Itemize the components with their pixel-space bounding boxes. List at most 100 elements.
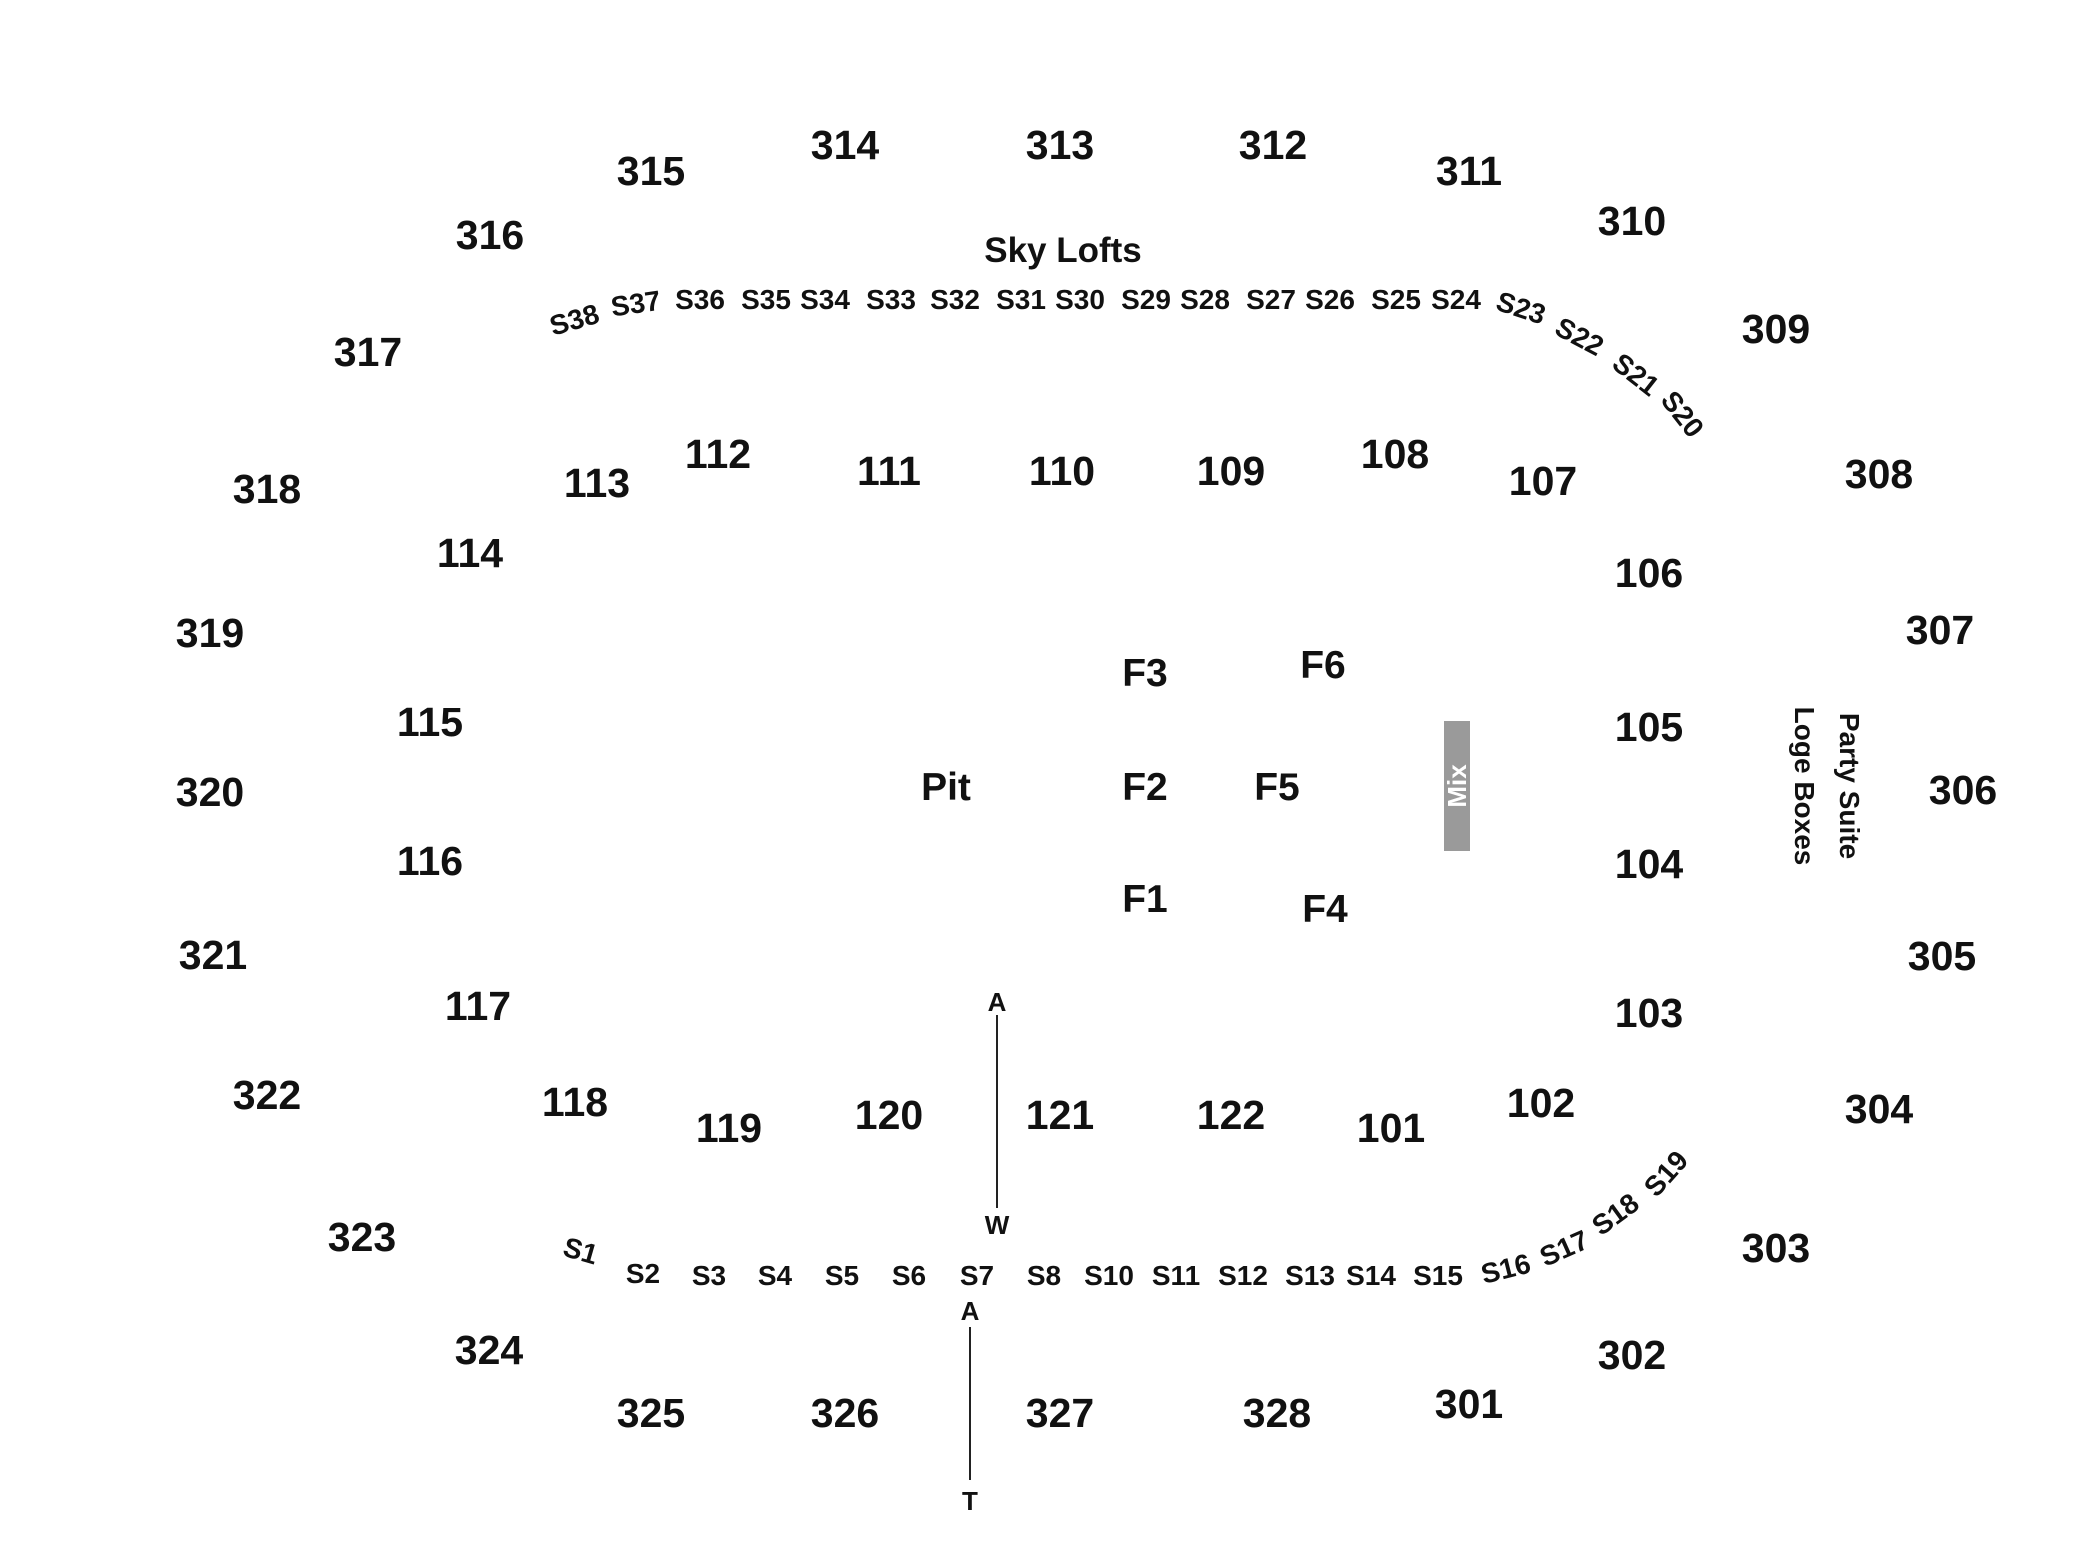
suite-s26[interactable]: S26 [1305,284,1355,315]
section-301[interactable]: 301 [1435,1381,1503,1427]
section-105[interactable]: 105 [1615,704,1683,750]
section-326[interactable]: 326 [811,1390,879,1436]
floor-section-f3[interactable]: F3 [1122,652,1168,695]
section-306[interactable]: 306 [1929,767,1997,813]
section-320[interactable]: 320 [176,769,244,815]
section-328[interactable]: 328 [1243,1390,1311,1436]
suite-s25[interactable]: S25 [1371,284,1421,315]
section-302[interactable]: 302 [1598,1332,1666,1378]
section-318[interactable]: 318 [233,466,301,512]
suite-s2[interactable]: S2 [626,1258,660,1289]
suite-s13[interactable]: S13 [1285,1260,1335,1291]
suite-s5[interactable]: S5 [825,1260,859,1291]
section-307[interactable]: 307 [1906,607,1974,653]
suite-s34[interactable]: S34 [800,284,850,315]
suite-s20[interactable]: S20 [1655,385,1710,443]
section-114[interactable]: 114 [437,530,503,576]
section-113[interactable]: 113 [564,460,630,506]
suite-s28[interactable]: S28 [1180,284,1230,315]
section-327[interactable]: 327 [1026,1390,1094,1436]
section-112[interactable]: 112 [685,431,751,477]
section-109[interactable]: 109 [1197,448,1265,494]
suite-s23[interactable]: S23 [1492,286,1549,331]
mix-box [1444,721,1470,851]
section-118[interactable]: 118 [542,1079,608,1125]
section-101[interactable]: 101 [1357,1105,1425,1151]
section-110[interactable]: 110 [1029,448,1095,494]
section-308[interactable]: 308 [1845,451,1913,497]
section-115[interactable]: 115 [397,699,463,745]
suite-s7[interactable]: S7 [960,1260,994,1291]
section-304[interactable]: 304 [1845,1086,1914,1132]
section-116[interactable]: 116 [397,838,463,884]
sky-lofts-label[interactable]: Sky Lofts [984,231,1142,270]
section-103[interactable]: 103 [1615,990,1683,1036]
suite-s3[interactable]: S3 [692,1260,726,1291]
section-315[interactable]: 315 [617,148,685,194]
suite-s18[interactable]: S18 [1586,1187,1645,1241]
section-313[interactable]: 313 [1026,122,1094,168]
section-317[interactable]: 317 [334,329,402,375]
suite-s14[interactable]: S14 [1346,1260,1396,1291]
section-305[interactable]: 305 [1908,933,1976,979]
suite-s37[interactable]: S37 [609,285,663,323]
section-120[interactable]: 120 [855,1092,923,1138]
pit-label[interactable]: Pit [921,766,971,809]
suite-s17[interactable]: S17 [1535,1224,1593,1273]
suite-s15[interactable]: S15 [1413,1260,1463,1291]
section-111[interactable]: 111 [857,448,921,494]
suite-s35[interactable]: S35 [741,284,791,315]
floor-section-f2[interactable]: F2 [1122,766,1168,809]
section-314[interactable]: 314 [811,122,880,168]
section-121[interactable]: 121 [1026,1092,1094,1138]
section-322[interactable]: 322 [233,1072,301,1118]
suite-s29[interactable]: S29 [1121,284,1171,315]
section-107[interactable]: 107 [1509,458,1577,504]
section-117[interactable]: 117 [445,983,511,1029]
suite-s36[interactable]: S36 [675,284,725,315]
suite-s16[interactable]: S16 [1478,1248,1534,1290]
suite-s31[interactable]: S31 [996,284,1046,315]
suite-s32[interactable]: S32 [930,284,980,315]
suite-s12[interactable]: S12 [1218,1260,1268,1291]
floor-section-f6[interactable]: F6 [1300,644,1346,687]
section-108[interactable]: 108 [1361,431,1429,477]
sections-300-level: 301 302 303 304 305 306 307 308 309 310 … [176,122,1997,1436]
suite-s33[interactable]: S33 [866,284,916,315]
suite-s8[interactable]: S8 [1027,1260,1061,1291]
section-303[interactable]: 303 [1742,1225,1810,1271]
section-319[interactable]: 319 [176,610,244,656]
floor-section-f5[interactable]: F5 [1254,766,1300,809]
suite-s19[interactable]: S19 [1638,1145,1694,1203]
section-122[interactable]: 122 [1197,1092,1265,1138]
suite-s11[interactable]: S11 [1152,1260,1200,1291]
party-suite-label[interactable]: Party Suite [1834,713,1865,859]
suite-s22[interactable]: S22 [1550,311,1609,362]
section-310[interactable]: 310 [1598,198,1666,244]
suite-s1[interactable]: S1 [560,1231,601,1270]
section-311[interactable]: 311 [1436,148,1502,194]
suite-s30[interactable]: S30 [1055,284,1105,315]
section-323[interactable]: 323 [328,1214,396,1260]
suite-s24[interactable]: S24 [1431,284,1481,315]
suite-s4[interactable]: S4 [758,1260,793,1291]
suite-s38[interactable]: S38 [546,298,602,342]
section-102[interactable]: 102 [1507,1080,1575,1126]
suite-s21[interactable]: S21 [1607,347,1665,402]
section-316[interactable]: 316 [456,212,524,258]
suite-s27[interactable]: S27 [1246,284,1296,315]
floor-section-f1[interactable]: F1 [1122,878,1168,921]
mix-label: Mix [1442,764,1472,808]
section-321[interactable]: 321 [179,932,247,978]
section-309[interactable]: 309 [1742,306,1810,352]
suite-s6[interactable]: S6 [892,1260,926,1291]
loge-boxes-label[interactable]: Loge Boxes [1789,707,1820,866]
suite-s10[interactable]: S10 [1084,1260,1134,1291]
section-106[interactable]: 106 [1615,550,1683,596]
floor-section-f4[interactable]: F4 [1302,888,1348,931]
section-325[interactable]: 325 [617,1390,685,1436]
section-119[interactable]: 119 [696,1105,762,1151]
section-312[interactable]: 312 [1239,122,1307,168]
section-104[interactable]: 104 [1615,841,1684,887]
section-324[interactable]: 324 [455,1327,524,1373]
